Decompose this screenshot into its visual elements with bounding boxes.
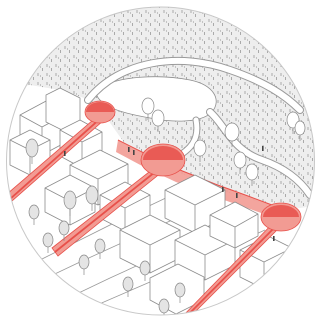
portal-north [85, 101, 115, 123]
portal-central [141, 144, 185, 176]
tree [159, 299, 169, 319]
portal-south [261, 203, 301, 231]
